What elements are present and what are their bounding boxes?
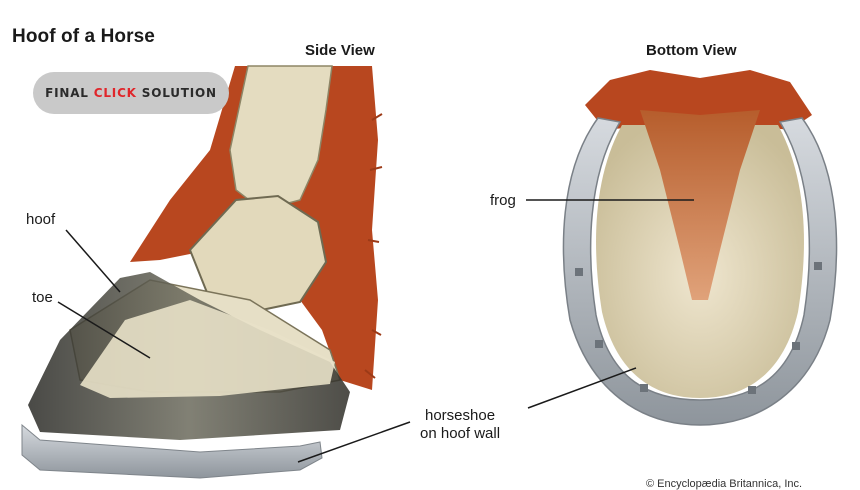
label-toe: toe — [32, 289, 53, 306]
label-horseshoe-line2: on hoof wall — [420, 425, 501, 442]
bottom-view-drawing — [562, 70, 838, 426]
horseshoe-leader-right — [527, 367, 637, 409]
watermark-badge: FINAL CLICK SOLUTION — [33, 72, 229, 114]
bottom-view-heading: Bottom View — [646, 42, 737, 59]
label-horseshoe-line1: horseshoe — [425, 407, 496, 424]
hoof-leader — [65, 229, 121, 293]
page-title: Hoof of a Horse — [12, 26, 155, 47]
horseshoe-side — [21, 423, 323, 479]
hoof-inner-bone — [80, 300, 335, 398]
frog-shape — [640, 110, 760, 300]
leader-lines — [57, 199, 694, 463]
leg-hair-wisps — [364, 113, 383, 379]
copyright-credit: © Encyclopædia Britannica, Inc. — [646, 478, 803, 490]
badge-word-final: FINAL — [45, 86, 89, 100]
horseshoe-bottom — [562, 117, 838, 426]
side-view-drawing — [21, 65, 383, 479]
badge-word-click: CLICK — [93, 86, 137, 100]
cannon-bone — [229, 65, 333, 211]
label-hoof: hoof — [26, 211, 56, 228]
side-view-heading: Side View — [305, 42, 375, 59]
badge-word-solution: SOLUTION — [141, 86, 217, 100]
label-frog: frog — [490, 192, 516, 209]
label-horseshoe: horseshoe on hoof wall — [420, 407, 500, 443]
horseshoe-leader-left — [297, 421, 411, 463]
toe-leader — [57, 301, 151, 359]
